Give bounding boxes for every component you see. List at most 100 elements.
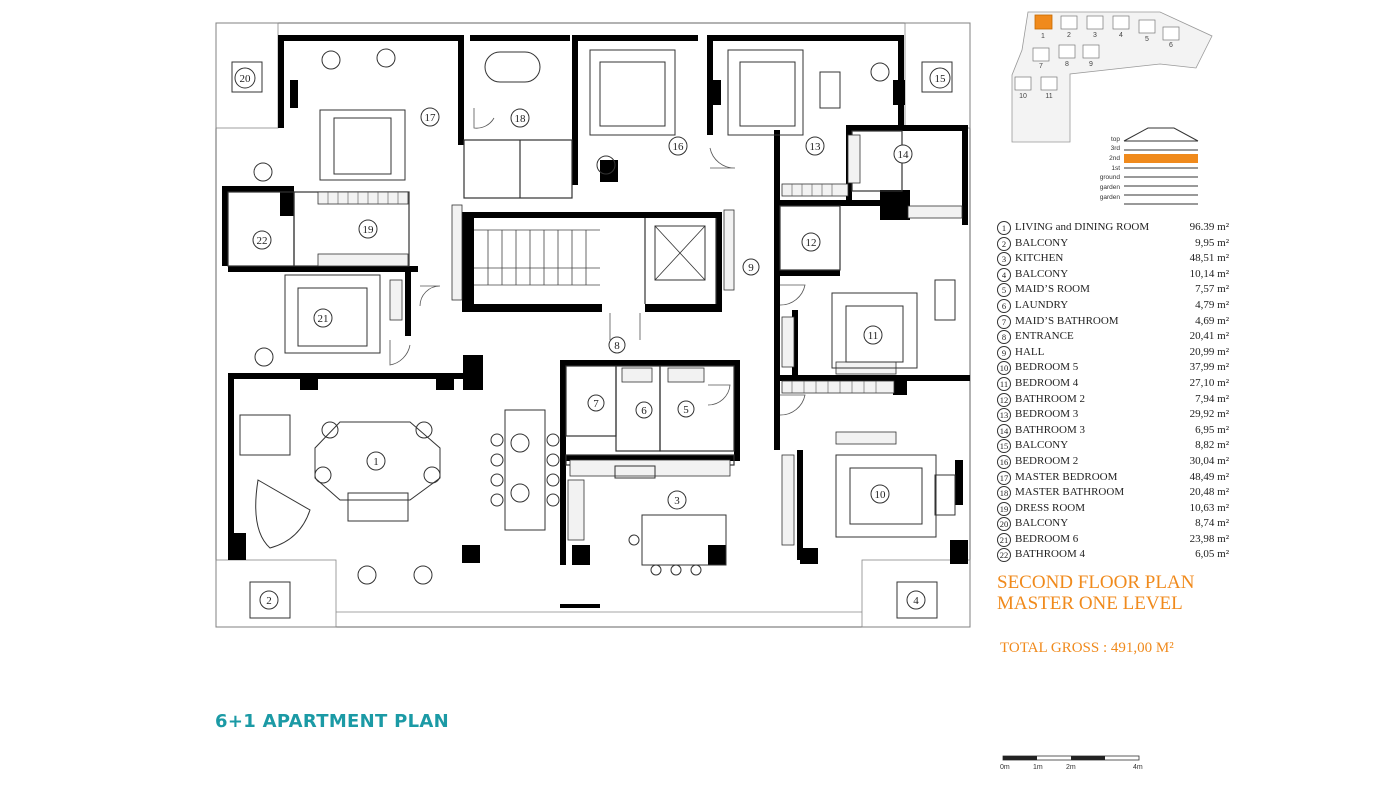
- legend-number: 20: [997, 517, 1011, 532]
- stair: [474, 229, 600, 286]
- room-label-7: [587, 394, 605, 412]
- room-label-2-text: 2: [266, 595, 272, 607]
- room-label-21: [313, 308, 333, 328]
- structural-walls: [222, 35, 970, 608]
- room-label-21-text: 21: [318, 313, 329, 325]
- room-label-11: [863, 325, 883, 345]
- room-label-14-text: 14: [898, 149, 910, 161]
- room-label-3: [667, 490, 687, 510]
- room-label-20: [234, 67, 256, 89]
- svg-text:10: 10: [1019, 93, 1027, 100]
- legend-room-area: 30,04 m²: [1189, 454, 1229, 467]
- scale-label-1: 1m: [1033, 764, 1043, 771]
- svg-text:7: 7: [1039, 63, 1043, 70]
- room-label-22-text: 22: [257, 235, 268, 247]
- legend-room-area: 37,99 m²: [1189, 361, 1229, 374]
- room-label-19-text: 19: [363, 224, 375, 236]
- room-label-1-text: 1: [373, 456, 379, 468]
- room-label-12: [801, 232, 821, 252]
- room-label-7-text: 7: [593, 398, 599, 410]
- legend-room-name: BEDROOM 3: [1015, 408, 1079, 421]
- legend-number: 21: [997, 532, 1011, 547]
- room-label-4: [906, 590, 926, 610]
- legend-number: 2: [997, 236, 1011, 251]
- legend-number: 19: [997, 501, 1011, 516]
- scale-bar: [1002, 755, 1140, 761]
- legend-row: 22 BATHROOM 4 6,05 m²: [997, 547, 1229, 563]
- floor-label-garden-lower: garden: [1099, 194, 1120, 201]
- elevator: [654, 225, 706, 281]
- legend-room-name: MASTER BEDROOM: [1015, 470, 1118, 483]
- plan-frame: [215, 22, 971, 628]
- legend-row: 21 BEDROOM 6 23,98 m²: [997, 532, 1229, 548]
- scale-label-2: 2m: [1066, 764, 1076, 771]
- room-label-13: [805, 136, 825, 156]
- site-unit-selected: [1034, 14, 1053, 30]
- legend-room-area: 10,14 m²: [1189, 267, 1229, 280]
- site-key-map: 1 2 3 4 5 6 7 8 9 10 11: [1011, 11, 1213, 143]
- room-label-13-text: 13: [810, 141, 822, 153]
- doors: [389, 108, 806, 416]
- legend-room-name: BEDROOM 2: [1015, 454, 1079, 467]
- legend-room-area: 7,57 m²: [1195, 283, 1229, 296]
- room-label-6: [635, 401, 653, 419]
- legend-room-name: HALL: [1015, 345, 1045, 358]
- legend-number: 5: [997, 283, 1011, 298]
- legend-room-area: 6,05 m²: [1195, 548, 1229, 561]
- legend-room-area: 4,79 m²: [1195, 298, 1229, 311]
- legend-room-area: 9,95 m²: [1195, 236, 1229, 249]
- legend-room-area: 8,82 m²: [1195, 439, 1229, 452]
- room-label-15: [929, 67, 951, 89]
- legend-room-name: BATHROOM 4: [1015, 548, 1085, 561]
- floor-label-top: top: [1110, 136, 1120, 143]
- room-label-12-text: 12: [806, 237, 817, 249]
- legend-room-area: 20,41 m²: [1189, 330, 1229, 343]
- current-floor-bar: [1124, 154, 1198, 163]
- legend-room-name: BEDROOM 6: [1015, 532, 1079, 545]
- floor-label-garden: garden: [1099, 184, 1120, 191]
- legend-room-name: MAID’S ROOM: [1015, 283, 1090, 296]
- balcony-4-outline: [861, 559, 971, 628]
- legend-row: 16 BEDROOM 2 30,04 m²: [997, 454, 1229, 470]
- scale-label-4: 4m: [1133, 764, 1143, 771]
- legend-room-name: BALCONY: [1015, 267, 1069, 280]
- room-label-16-text: 16: [673, 141, 685, 153]
- legend-number: 16: [997, 454, 1011, 469]
- legend-room-area: 10,63 m²: [1189, 501, 1229, 514]
- floor-title: SECOND FLOOR PLAN MASTER ONE LEVEL: [997, 572, 1194, 614]
- floor-title-line-1: SECOND FLOOR PLAN: [997, 572, 1195, 593]
- legend-room-name: ENTRANCE: [1015, 330, 1074, 343]
- legend-room-area: 4,69 m²: [1195, 314, 1229, 327]
- legend-room-name: BALCONY: [1015, 236, 1069, 249]
- room-label-6-text: 6: [641, 405, 647, 417]
- legend-room-name: LIVING and DINING ROOM: [1015, 221, 1150, 233]
- legend-number: 9: [997, 345, 1011, 360]
- floor-indicator: [1123, 127, 1199, 205]
- room-label-18-text: 18: [515, 113, 527, 125]
- legend-room-name: BALCONY: [1015, 517, 1069, 530]
- beds: [284, 49, 937, 538]
- legend-row: 2 BALCONY 9,95 m²: [997, 236, 1229, 252]
- legend-room-area: 29,92 m²: [1189, 408, 1229, 421]
- legend-number: 1: [997, 221, 1011, 235]
- room-label-10: [870, 484, 890, 504]
- legend-room-area: 23,98 m²: [1189, 532, 1229, 545]
- legend-room-name: DRESS ROOM: [1015, 501, 1085, 514]
- room-label-17: [420, 107, 440, 127]
- legend-room-area: 6,95 m²: [1195, 423, 1229, 436]
- chairs: [253, 48, 890, 585]
- legend-number: 22: [997, 548, 1011, 563]
- room-label-14: [893, 144, 913, 164]
- legend-number: 8: [997, 330, 1011, 345]
- svg-text:3: 3: [1093, 32, 1097, 39]
- legend-number: 12: [997, 392, 1011, 407]
- furniture: [239, 51, 956, 566]
- legend-number: 18: [997, 486, 1011, 501]
- room-label-15-text: 15: [935, 73, 947, 85]
